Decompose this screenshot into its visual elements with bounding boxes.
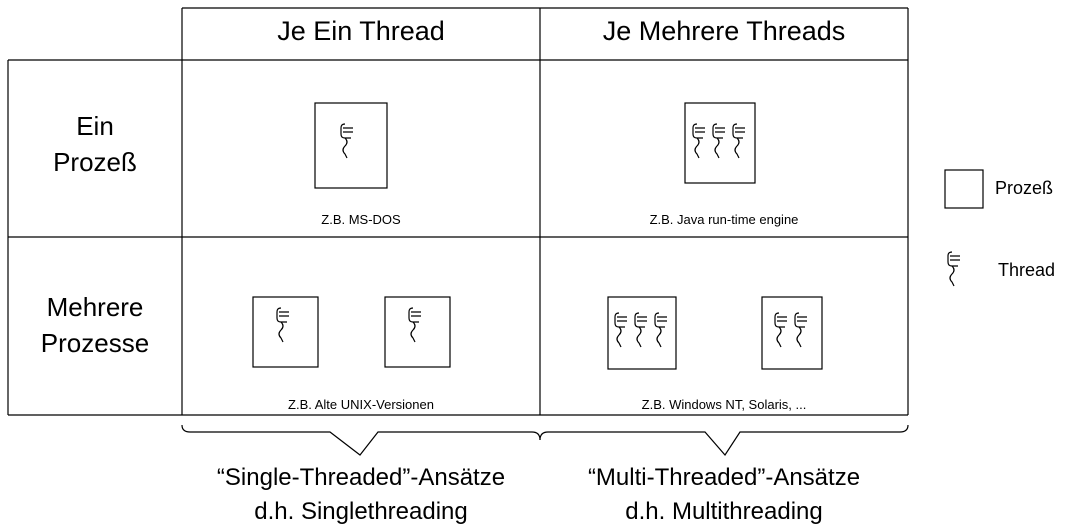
summary-single: “Single-Threaded”-Ansätze d.h. Singlethr… [160,461,562,529]
thread-icon [340,123,354,159]
example-ms-dos: Z.B. MS-DOS [321,212,401,227]
row-header-line: Prozeß [53,147,137,177]
process-box-single-a [252,296,319,368]
summary-multi: “Multi-Threaded”-Ansätze d.h. Multithrea… [520,461,928,529]
thread-icon [732,123,746,159]
thread-icon [692,123,706,159]
summary-line: d.h. Multithreading [625,498,823,525]
thread-icon [408,307,422,343]
thread-icon [634,312,648,348]
thread-icon [794,312,808,348]
process-box-multi [684,102,756,184]
legend-process-label: Prozeß [995,178,1054,198]
thread-icon [774,312,788,348]
row-header-line: Prozesse [40,328,150,358]
example-windows-nt: Z.B. Windows NT, Solaris, ... [641,397,807,412]
column-header-multi: Je Mehrere Threads [602,16,846,46]
brace-multi [539,424,909,456]
column-header-single: Je Ein Thread [277,16,445,46]
thread-icon [654,312,668,348]
legend-thread-icon [947,251,961,287]
process-box-single [314,102,388,189]
process-box-multi-a [607,296,677,370]
row-header-line: Ein [76,111,114,141]
legend-thread-label: Thread [998,260,1056,280]
table-grid [7,7,909,416]
thread-icon [614,312,628,348]
thread-icon [712,123,726,159]
legend-process-icon [944,169,984,209]
row-header-many-processes: Mehrere Prozesse [8,289,182,361]
process-box-single-b [384,296,451,368]
process-box-multi-b [761,296,823,370]
summary-line: “Single-Threaded”-Ansätze [216,464,506,491]
row-header-line: Mehrere [46,292,144,322]
example-java: Z.B. Java run-time engine [649,212,799,227]
summary-line: d.h. Singlethreading [254,498,468,525]
thread-icon [276,307,290,343]
summary-line: “Multi-Threaded”-Ansätze [587,464,861,491]
example-unix: Z.B. Alte UNIX-Versionen [288,397,434,412]
row-header-one-process: Ein Prozeß [8,108,182,180]
brace-single [181,424,541,456]
